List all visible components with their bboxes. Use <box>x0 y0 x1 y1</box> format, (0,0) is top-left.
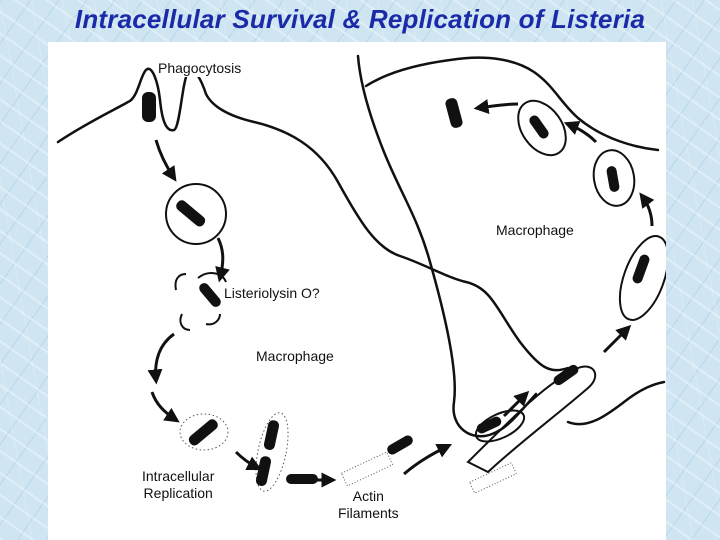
flow-arrow <box>639 192 655 227</box>
actin-label-line2: Filaments <box>338 505 399 521</box>
bacterium <box>142 92 156 122</box>
vacuole-fragment <box>179 313 191 331</box>
protrusion-tip <box>474 409 526 443</box>
slide-title: Intracellular Survival & Replication of … <box>74 4 646 34</box>
vacuole-fragment <box>205 313 221 326</box>
replicating-bacterium-halo <box>255 412 289 492</box>
actin-tail <box>468 462 518 494</box>
bacterium <box>529 115 549 139</box>
replicating-bacterium-halo <box>179 413 229 451</box>
protrusion <box>466 365 597 474</box>
listeriolysin-label: Listeriolysin O? <box>224 285 320 302</box>
flow-arrow <box>602 324 632 354</box>
diagram-panel: Phagocytosis Macrophage Listeriolysin O?… <box>48 42 666 540</box>
replication-label-line1: Intracellular <box>142 468 215 484</box>
flow-arrow <box>563 120 598 144</box>
bacterium <box>387 435 413 455</box>
bacterium <box>632 254 650 284</box>
bacterium <box>199 283 221 307</box>
host-cell-membrane-left <box>56 67 570 372</box>
macrophage-label-center: Macrophage <box>256 348 334 365</box>
bacterium <box>263 420 280 450</box>
double-membrane-vacuole <box>517 99 567 157</box>
host-cell-membrane-inner <box>356 54 538 438</box>
phagocytosis-label: Phagocytosis <box>158 60 242 77</box>
bacterium <box>606 166 620 192</box>
macrophage-label-right: Macrophage <box>496 222 574 239</box>
vacuole-fragment <box>174 273 187 291</box>
flow-arrow <box>234 450 263 471</box>
flow-arrow <box>403 443 453 476</box>
flow-arrow <box>147 332 175 385</box>
double-membrane-vacuole <box>592 149 636 207</box>
replication-label: Intracellular Replication <box>142 468 215 502</box>
bacterium <box>188 419 218 446</box>
replication-label-line2: Replication <box>143 485 213 501</box>
flow-arrow <box>154 139 177 182</box>
actin-label-line1: Actin <box>352 488 384 504</box>
bacterium <box>176 200 206 227</box>
flow-arrow <box>502 390 530 418</box>
double-membrane-vacuole <box>618 235 666 321</box>
bacterium <box>476 416 502 434</box>
flow-arrow <box>473 99 519 114</box>
listeria-lifecycle-diagram <box>56 54 666 494</box>
host-cell-membrane-lower-right <box>566 380 666 426</box>
host-cell-membrane-right <box>364 56 660 152</box>
bacterium <box>553 364 579 386</box>
flow-arrow <box>150 391 180 423</box>
actin-tail <box>340 451 394 487</box>
bacterium <box>445 98 463 128</box>
bacterium <box>255 456 272 486</box>
actin-filaments-label: Actin Filaments <box>338 488 399 522</box>
flow-arrow <box>215 237 230 283</box>
phagosome <box>165 183 227 245</box>
